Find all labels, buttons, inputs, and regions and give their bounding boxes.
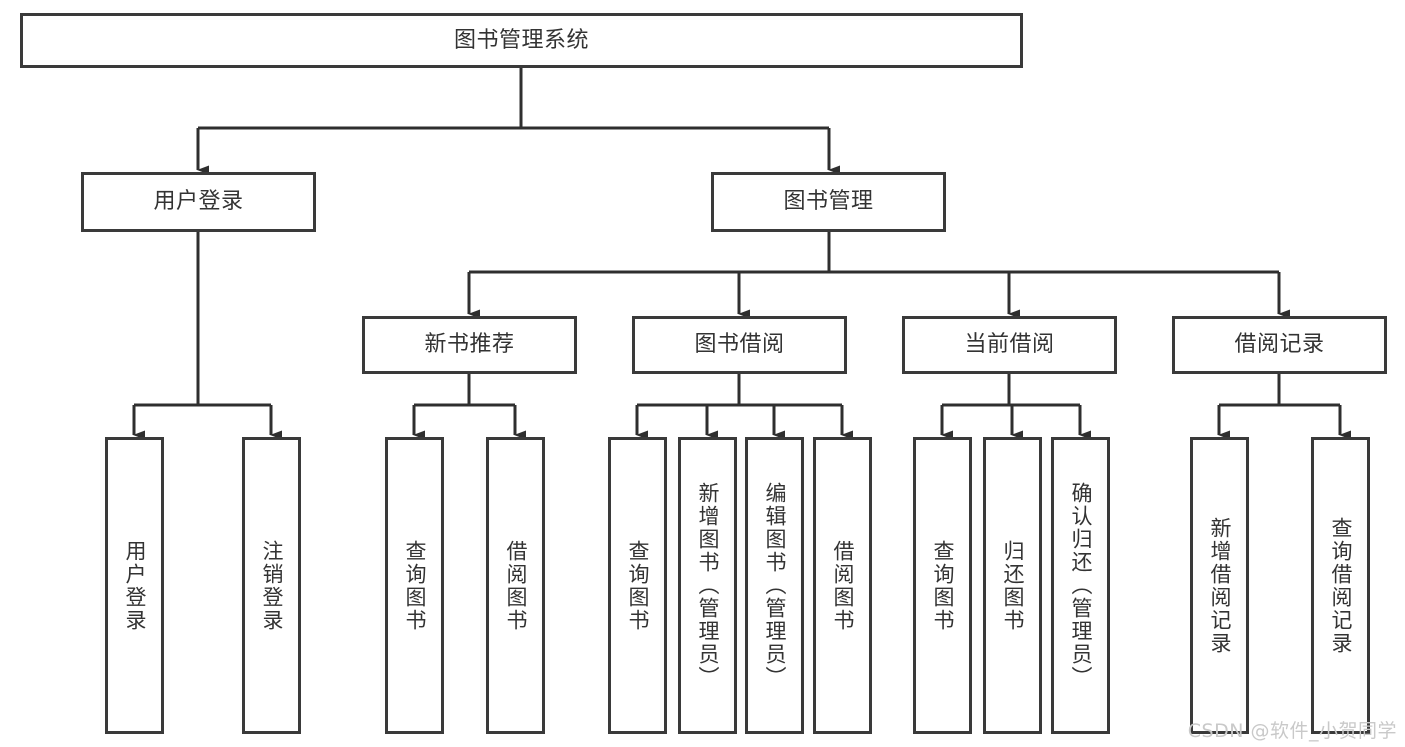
node-borrow-record[interactable]: 借阅记录 (1172, 316, 1387, 374)
node-leaf-logout[interactable]: 注销登录 (242, 437, 301, 734)
node-leaf-query-book-1-label: 查询图书 (403, 539, 427, 632)
node-leaf-query-book-3-label: 查询图书 (931, 539, 955, 632)
node-leaf-confirm-return[interactable]: 确认归还（管理员） (1051, 437, 1110, 734)
node-leaf-return-book[interactable]: 归还图书 (983, 437, 1042, 734)
node-current-borrow-label: 当前借阅 (964, 332, 1055, 358)
node-new-book-rec-label: 新书推荐 (424, 332, 515, 358)
node-leaf-logout-label: 注销登录 (260, 539, 284, 632)
node-root[interactable]: 图书管理系统 (20, 13, 1023, 68)
node-leaf-add-book[interactable]: 新增图书（管理员） (678, 437, 737, 734)
node-leaf-edit-book-label: 编辑图书（管理员） (763, 482, 787, 689)
node-user-login[interactable]: 用户登录 (81, 172, 316, 232)
node-leaf-confirm-return-label: 确认归还（管理员） (1069, 482, 1093, 689)
node-leaf-borrow-book-2-label: 借阅图书 (831, 539, 855, 632)
node-user-login-label: 用户登录 (153, 189, 244, 215)
node-leaf-query-book-2-label: 查询图书 (626, 539, 650, 632)
node-leaf-borrow-book-1[interactable]: 借阅图书 (486, 437, 545, 734)
node-leaf-borrow-book-1-label: 借阅图书 (504, 539, 528, 632)
node-root-label: 图书管理系统 (453, 27, 589, 53)
node-borrow-record-label: 借阅记录 (1234, 332, 1325, 358)
node-current-borrow[interactable]: 当前借阅 (902, 316, 1117, 374)
node-leaf-query-book-3[interactable]: 查询图书 (913, 437, 972, 734)
node-leaf-user-login[interactable]: 用户登录 (105, 437, 164, 734)
node-book-borrow-label: 图书借阅 (694, 332, 785, 358)
node-new-book-rec[interactable]: 新书推荐 (362, 316, 577, 374)
node-leaf-user-login-label: 用户登录 (123, 539, 147, 632)
node-leaf-return-book-label: 归还图书 (1001, 539, 1025, 632)
node-leaf-query-record[interactable]: 查询借阅记录 (1311, 437, 1370, 734)
node-leaf-add-record[interactable]: 新增借阅记录 (1190, 437, 1249, 734)
node-leaf-query-book-1[interactable]: 查询图书 (385, 437, 444, 734)
node-leaf-add-book-label: 新增图书（管理员） (696, 482, 720, 689)
node-book-manage-label: 图书管理 (783, 189, 874, 215)
node-leaf-borrow-book-2[interactable]: 借阅图书 (813, 437, 872, 734)
watermark-text: CSDN @软件_小贺同学 (1187, 720, 1397, 742)
node-leaf-query-record-label: 查询借阅记录 (1329, 516, 1353, 655)
node-book-borrow[interactable]: 图书借阅 (632, 316, 847, 374)
node-leaf-edit-book[interactable]: 编辑图书（管理员） (745, 437, 804, 734)
node-book-manage[interactable]: 图书管理 (711, 172, 946, 232)
node-leaf-query-book-2[interactable]: 查询图书 (608, 437, 667, 734)
node-leaf-add-record-label: 新增借阅记录 (1208, 516, 1232, 655)
